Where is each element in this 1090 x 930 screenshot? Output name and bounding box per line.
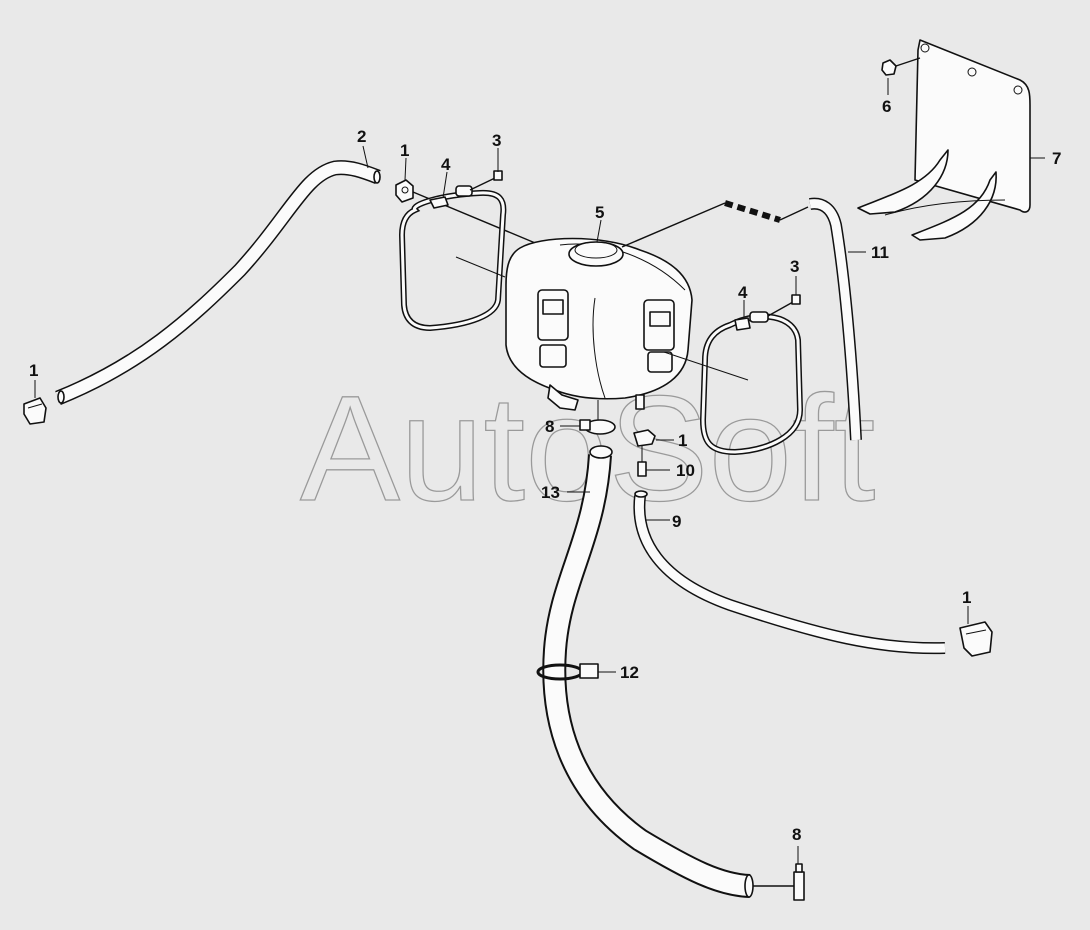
callout-1-right: 1 [962,588,971,607]
clamp-12 [536,663,599,681]
hose-11 [621,197,862,441]
callout-12: 12 [620,663,639,682]
connector-10 [637,446,647,477]
connector-8-top [579,400,616,435]
tank-5 [505,237,693,411]
callout-1-upper: 1 [400,141,409,160]
callout-7: 7 [1052,149,1061,168]
leader-lines [34,78,1045,864]
bolt-6 [881,57,921,76]
callout-9: 9 [672,512,681,531]
hose-9 [633,490,946,655]
callout-5: 5 [595,203,604,222]
callouts: 1 2 1 4 3 5 6 7 11 3 4 8 1 10 13 9 1 12 … [29,97,1061,844]
clip-1-upper [395,179,414,203]
callout-1-middle: 1 [678,431,687,450]
callout-8-top: 8 [545,417,554,436]
callout-8-bottom: 8 [792,825,801,844]
callout-4-left: 4 [441,155,451,174]
strap-4-left [398,185,507,332]
callout-10: 10 [676,461,695,480]
hose-13 [542,445,754,898]
clip-1-middle [633,429,656,447]
callout-3-left: 3 [492,131,501,150]
hose-2 [55,160,381,405]
callout-3-right: 3 [790,257,799,276]
bolt-3-right [767,294,801,317]
clip-1-right [959,621,993,657]
bracket-7 [857,39,1031,241]
callout-11: 11 [871,243,889,262]
callout-1-left: 1 [29,361,38,380]
strap-4-right [699,311,804,456]
bolt-3-left [469,170,503,191]
callout-13: 13 [541,483,560,502]
connector-8-bottom [753,863,805,901]
callout-6: 6 [882,97,891,116]
clip-1-left [23,397,47,425]
callout-2: 2 [357,127,366,146]
callout-4-right: 4 [738,283,748,302]
